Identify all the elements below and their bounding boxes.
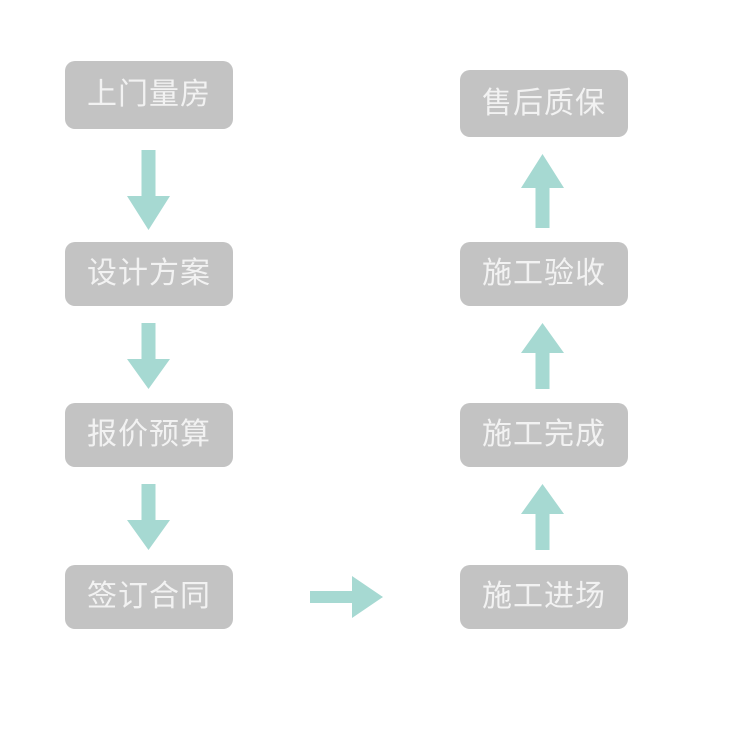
arrow-down-icon — [127, 484, 170, 550]
flow-node-label: 签订合同 — [87, 579, 211, 614]
arrow-up-icon — [521, 484, 564, 550]
arrow-right-icon — [310, 576, 383, 618]
arrow-down-icon — [127, 323, 170, 389]
flow-node-label: 设计方案 — [87, 256, 211, 291]
flow-node-qiandinghetong[interactable]: 签订合同 — [65, 565, 233, 629]
flow-node-label: 上门量房 — [87, 77, 211, 112]
flow-node-shouhouzhibao[interactable]: 售后质保 — [460, 70, 628, 137]
flow-node-label: 施工进场 — [482, 579, 606, 614]
flow-node-shigongyanshou[interactable]: 施工验收 — [460, 242, 628, 306]
flow-node-shigongjinchang[interactable]: 施工进场 — [460, 565, 628, 629]
arrow-up-icon — [521, 154, 564, 228]
flow-node-label: 施工完成 — [482, 417, 606, 452]
arrow-up-icon — [521, 323, 564, 389]
arrow-down-icon — [127, 150, 170, 230]
flow-node-label: 售后质保 — [482, 85, 606, 121]
flow-node-label: 报价预算 — [87, 417, 211, 452]
flow-node-shangmenliangfang[interactable]: 上门量房 — [65, 61, 233, 129]
flow-node-shejifangan[interactable]: 设计方案 — [65, 242, 233, 306]
flow-node-baojiayusuan[interactable]: 报价预算 — [65, 403, 233, 467]
flow-node-label: 施工验收 — [482, 256, 606, 291]
flow-node-shigongwancheng[interactable]: 施工完成 — [460, 403, 628, 467]
